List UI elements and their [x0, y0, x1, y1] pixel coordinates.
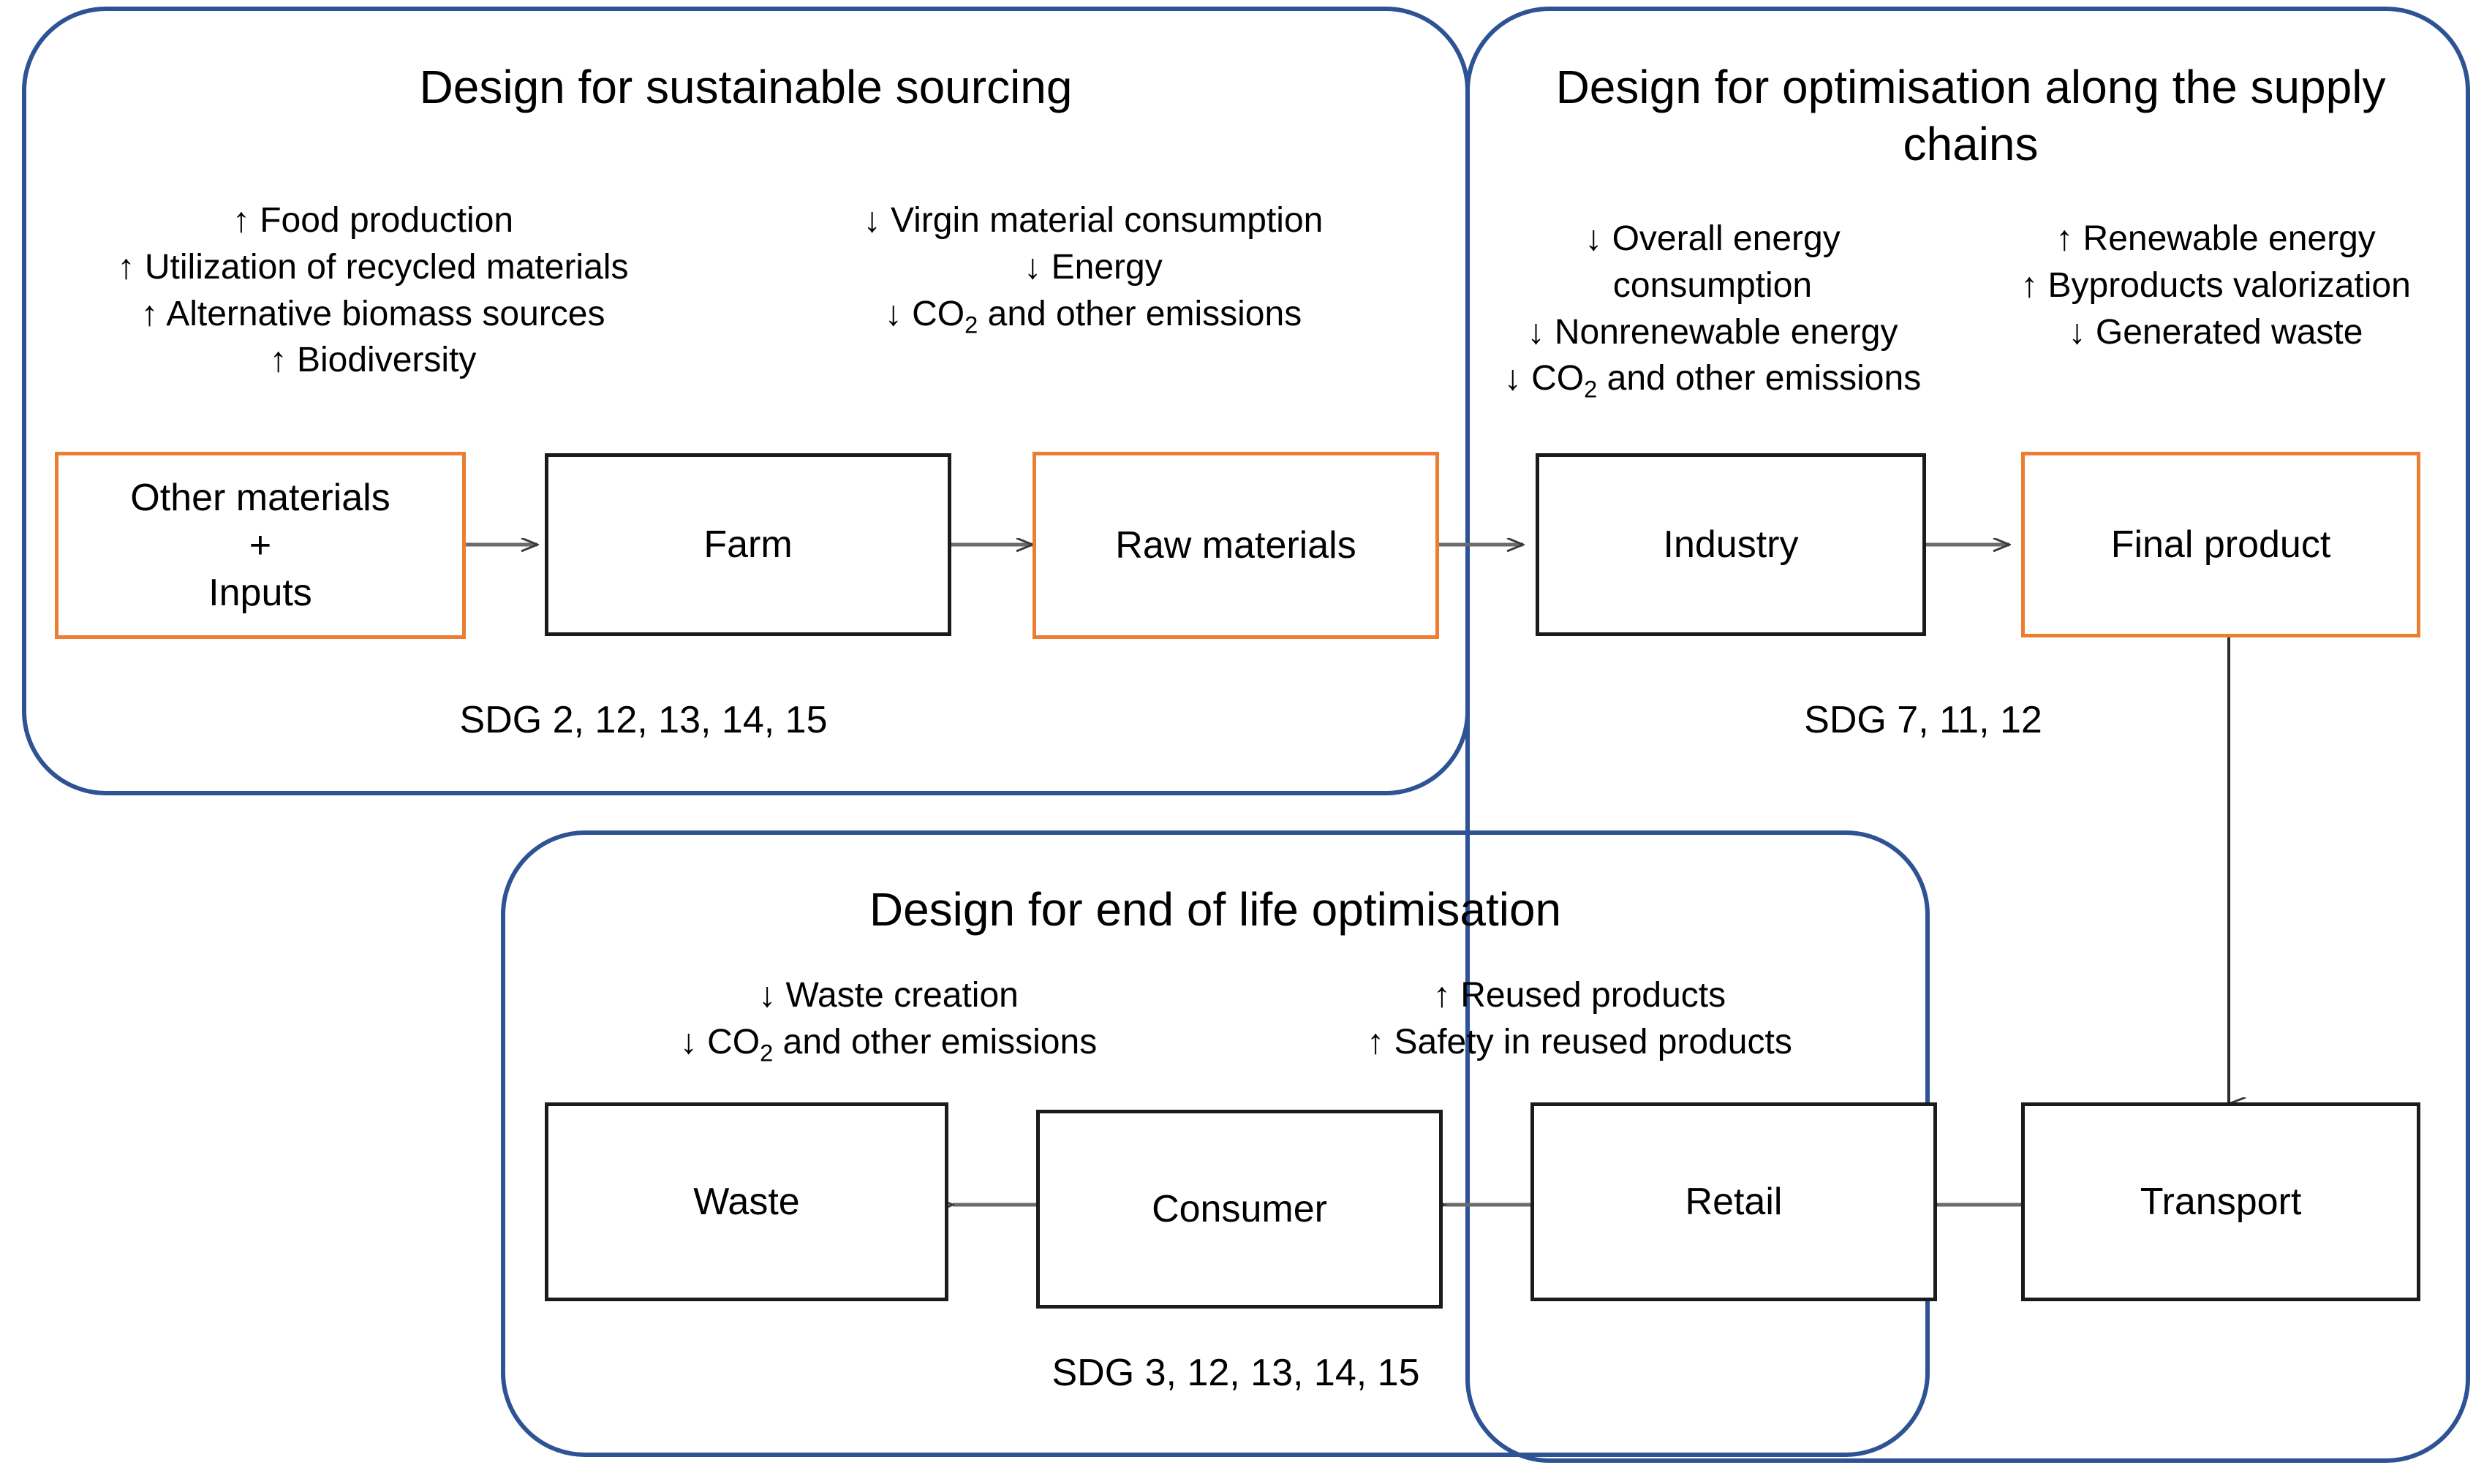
sdg-label-end-of-life-optimisation: SDG 3, 12, 13, 14, 15	[1052, 1352, 1420, 1394]
node-final-product[interactable]: Final product	[2021, 452, 2420, 637]
node-other-materials-inputs[interactable]: Other materials + Inputs	[55, 452, 466, 639]
bullet-byproducts-valorization: ↑ Byproducts valorization	[2020, 265, 2411, 305]
bullets-sourcing-right: ↓ Virgin material consumption ↓ Energy ↓…	[790, 197, 1397, 341]
bullet-renewable-energy: ↑ Renewable energy	[2055, 219, 2376, 258]
bullet-utilization-recycled-materials: ↑ Utilization of recycled materials	[117, 247, 629, 287]
panel-title-end-of-life-optimisation: Design for end of life optimisation	[869, 883, 1562, 936]
bullets-endoflife-left: ↓ Waste creation ↓ CO2 and other emissio…	[622, 972, 1155, 1069]
bullet-co2-prefix: ↓ CO	[1503, 359, 1585, 398]
bullet-co2-suffix: and other emissions	[773, 1022, 1098, 1061]
node-label-line-3: Inputs	[208, 571, 312, 614]
bullet-overall-energy: ↓ Overall energy	[1585, 219, 1841, 258]
panel-title-supply-chain-optimisation: Design for optimisation along the supply…	[1555, 61, 2386, 171]
node-label-waste: Waste	[693, 1180, 800, 1223]
sdg-label-sustainable-sourcing: SDG 2, 12, 13, 14, 15	[459, 699, 828, 741]
node-label-farm: Farm	[703, 523, 793, 566]
bullet-reused-products: ↑ Reused products	[1432, 976, 1726, 1015]
node-label-raw-materials: Raw materials	[1115, 523, 1356, 567]
node-label-other-materials-inputs: Other materials + Inputs	[130, 474, 390, 617]
node-waste[interactable]: Waste	[545, 1102, 948, 1301]
bullet-co2-suffix: and other emissions	[1597, 359, 1922, 398]
bullet-alternative-biomass-sources: ↑ Alternative biomass sources	[140, 294, 605, 333]
node-label-final-product: Final product	[2110, 523, 2331, 566]
bullet-co2-prefix: ↓ CO	[884, 294, 965, 333]
panel-title-sustainable-sourcing: Design for sustainable sourcing	[419, 61, 1073, 113]
bullet-generated-waste: ↓ Generated waste	[2068, 312, 2363, 352]
bullet-safety-in-reused-products: ↑ Safety in reused products	[1367, 1022, 1792, 1061]
node-label-line-1: Other materials	[130, 476, 390, 519]
sdg-label-supply-chain-optimisation: SDG 7, 11, 12	[1804, 699, 2042, 741]
bullet-co2-subscript: 2	[964, 311, 978, 338]
bullet-biodiversity: ↑ Biodiversity	[269, 341, 477, 380]
node-transport[interactable]: Transport	[2021, 1102, 2420, 1301]
node-label-consumer: Consumer	[1152, 1187, 1327, 1230]
bullet-co2-other-emissions-endoflife: ↓ CO2 and other emissions	[622, 1019, 1155, 1069]
node-retail[interactable]: Retail	[1530, 1102, 1937, 1301]
bullet-nonrenewable-energy: ↓ Nonrenewable energy	[1527, 312, 1898, 352]
bullet-co2-prefix: ↓ CO	[679, 1022, 760, 1061]
node-label-line-2: +	[249, 523, 272, 567]
bullets-endoflife-right: ↑ Reused products ↑ Safety in reused pro…	[1309, 972, 1850, 1066]
bullets-optimisation-right: ↑ Renewable energy ↑ Byproducts valoriza…	[1974, 216, 2457, 355]
bullet-co2-suffix: and other emissions	[978, 294, 1302, 333]
node-label-retail: Retail	[1685, 1180, 1783, 1223]
bullet-co2-subscript: 2	[1584, 376, 1598, 404]
node-label-industry: Industry	[1663, 523, 1799, 566]
bullets-sourcing-left: ↑ Food production ↑ Utilization of recyc…	[44, 197, 702, 384]
bullets-optimisation-left: ↓ Overall energy consumption ↓ Nonrenewa…	[1486, 216, 1939, 405]
bullet-co2-subscript: 2	[760, 1039, 774, 1067]
bullet-co2-other-emissions-sourcing: ↓ CO2 and other emissions	[790, 291, 1397, 341]
bullet-co2-other-emissions-optimisation: ↓ CO2 and other emissions	[1486, 355, 1939, 405]
node-farm[interactable]: Farm	[545, 453, 951, 636]
node-industry[interactable]: Industry	[1536, 453, 1926, 636]
node-raw-materials[interactable]: Raw materials	[1033, 452, 1439, 639]
bullet-consumption: consumption	[1612, 265, 1813, 305]
node-consumer[interactable]: Consumer	[1036, 1110, 1443, 1309]
bullet-virgin-material-consumption: ↓ Virgin material consumption	[863, 201, 1324, 240]
bullet-food-production: ↑ Food production	[232, 201, 514, 240]
panel-outline-supply-chain-optimisation	[1465, 7, 2470, 1463]
node-label-transport: Transport	[2140, 1180, 2302, 1223]
bullet-energy: ↓ Energy	[1024, 247, 1163, 287]
bullet-waste-creation: ↓ Waste creation	[758, 976, 1019, 1015]
